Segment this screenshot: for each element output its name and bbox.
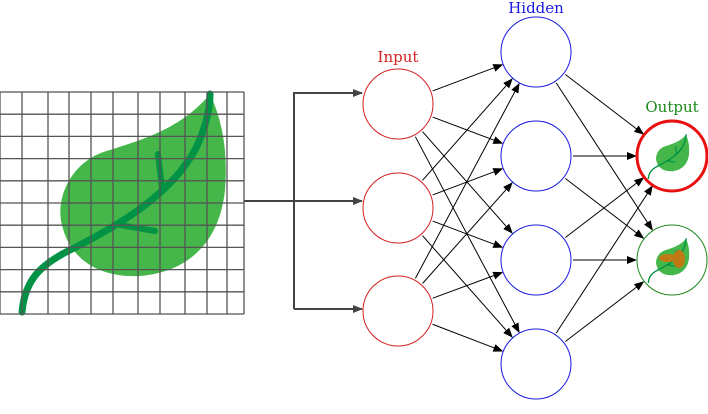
diseased-leaf-icon — [647, 238, 690, 284]
connection-arrow — [432, 323, 504, 352]
connection-arrow — [432, 271, 504, 299]
hidden-node — [500, 224, 572, 296]
connection-arrow — [432, 168, 504, 196]
hidden-layer-label: Hidden — [508, 0, 564, 17]
connection-arrow — [432, 220, 504, 248]
pixel-grid — [0, 91, 245, 315]
hidden-node — [500, 16, 572, 88]
input-layer-label: Input — [378, 48, 419, 66]
input-node — [362, 172, 434, 244]
connections — [414, 64, 653, 352]
input-bracket — [244, 89, 363, 313]
connection-arrow — [565, 74, 645, 135]
connection-arrow — [565, 177, 645, 238]
input-image — [0, 90, 245, 316]
connection-arrow — [432, 64, 504, 92]
connection-arrow — [414, 82, 520, 279]
connection-arrow — [422, 78, 513, 181]
hidden-node — [500, 328, 572, 400]
connection-arrow — [565, 281, 645, 342]
input-node — [362, 68, 434, 140]
hidden-node — [500, 120, 572, 192]
connection-arrow — [555, 185, 653, 334]
disease-spot — [659, 254, 677, 262]
input-node — [362, 275, 434, 347]
nodes — [362, 16, 708, 400]
output-layer-label: Output — [645, 98, 698, 116]
disease-spot — [673, 250, 685, 268]
connection-arrow — [422, 235, 513, 338]
connection-arrow — [422, 182, 513, 284]
